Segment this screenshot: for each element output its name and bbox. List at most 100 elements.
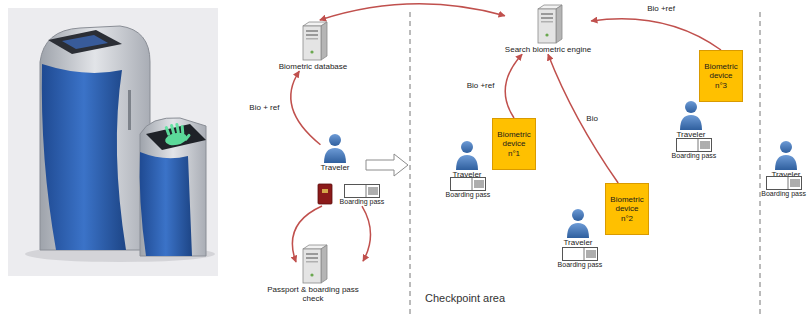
drawing-part (794, 179, 795, 187)
drawing-part (369, 187, 377, 195)
drawing-part (480, 180, 481, 188)
boarding-pass-node: Boarding pass (446, 177, 491, 199)
device-front (140, 152, 192, 256)
node-label: Boarding pass (558, 261, 603, 269)
glowing-hand (164, 123, 191, 147)
server-icon (530, 3, 566, 45)
node-label: Boarding pass (340, 198, 385, 206)
drawing-part (329, 134, 341, 146)
drawing-part (321, 22, 327, 60)
drawing-part (700, 141, 701, 149)
drawing-part (474, 180, 475, 188)
drawing-part (461, 141, 473, 153)
pass-icon (344, 184, 380, 198)
traveler-node: Traveler (563, 208, 592, 247)
drawing-part (708, 141, 709, 149)
device-platen (48, 30, 122, 54)
node-label: Boarding pass (672, 152, 717, 160)
drawing-part (478, 180, 479, 188)
drawing-part (562, 248, 597, 261)
drawing-part (175, 123, 180, 134)
node-label: Biometric device n°1 (496, 130, 532, 158)
passport-emblem (322, 189, 328, 193)
edge-label: Bio +ref (466, 82, 496, 91)
server-node: Passport & boarding pass check (263, 243, 363, 303)
drawing-part (306, 261, 318, 263)
biometric-device-box: Biometric device n°2 (605, 183, 649, 235)
server-node: Search biometric engine (505, 3, 591, 54)
node-label: Traveler (676, 130, 705, 139)
node-label: Biometric device n°3 (703, 62, 739, 90)
drawing-part (780, 141, 792, 153)
node-label: Biometric device n°2 (609, 195, 645, 223)
drawing-part (787, 177, 788, 189)
drawing-part (471, 178, 472, 190)
device-front (42, 64, 126, 250)
server-icon (295, 243, 331, 285)
boarding-pass-node: Boarding pass (672, 138, 717, 160)
drawing-part (184, 133, 191, 141)
passport-icon (318, 184, 332, 204)
person-icon (773, 140, 799, 170)
drawing-part (791, 179, 799, 187)
drawing-part (538, 9, 556, 43)
photo-ground (8, 8, 218, 276)
data-flow-arrow (291, 71, 321, 145)
device-slot (128, 90, 131, 130)
dashed-border (410, 12, 411, 318)
drawing-part (370, 187, 371, 195)
drawing-part (476, 180, 477, 188)
dashed-border (760, 12, 761, 318)
drawing-part (374, 187, 375, 195)
drawing-part (792, 179, 793, 187)
drawing-part (306, 30, 318, 32)
drawing-part (541, 17, 553, 19)
drawing-part (701, 141, 709, 149)
drawing-part (541, 21, 553, 23)
pass-icon (766, 176, 802, 190)
node-label: Boarding pass (761, 190, 806, 198)
server-node: Biometric database (279, 20, 347, 71)
person-icon (565, 208, 591, 238)
passport-arrow (292, 206, 322, 262)
node-label: Traveler (320, 163, 349, 172)
pass-icon (676, 138, 712, 152)
drawing-part (344, 185, 379, 198)
device-body (40, 26, 150, 250)
drawing-part (321, 245, 327, 283)
node-label: Biometric database (279, 62, 347, 71)
node-label: Boarding pass (446, 191, 491, 199)
drawing-part (303, 249, 321, 283)
drawing-part (586, 250, 587, 258)
traveler-node: Traveler (676, 100, 705, 139)
edge-label: Bio + ref (248, 104, 280, 113)
drawing-part (456, 155, 478, 170)
drawing-part (685, 101, 697, 113)
edge-label: Bio (585, 114, 599, 123)
drawing-part (303, 26, 321, 60)
drawing-part (572, 209, 584, 221)
drawing-part (592, 250, 593, 258)
edge-label: Bio +ref (646, 5, 676, 14)
drawing-part (450, 178, 485, 191)
drawing-part (567, 223, 589, 238)
person-icon (678, 100, 704, 130)
drawing-part (310, 273, 313, 276)
drawing-part (482, 180, 483, 188)
drawing-part (790, 179, 791, 187)
pass-icon (450, 177, 486, 191)
drawing-part (306, 253, 318, 255)
drawing-part (306, 38, 318, 40)
drawing-part (556, 5, 562, 43)
data-flow-arrow (505, 54, 522, 118)
boarding-pass-node: Boarding pass (340, 184, 385, 206)
drawing-part (676, 139, 711, 152)
drawing-part (588, 250, 589, 258)
drawing-part (170, 124, 176, 135)
node-label: Passport & boarding pass check (263, 285, 363, 303)
drawing-part (587, 250, 595, 258)
drawing-part (541, 13, 553, 15)
drawing-part (680, 115, 702, 130)
